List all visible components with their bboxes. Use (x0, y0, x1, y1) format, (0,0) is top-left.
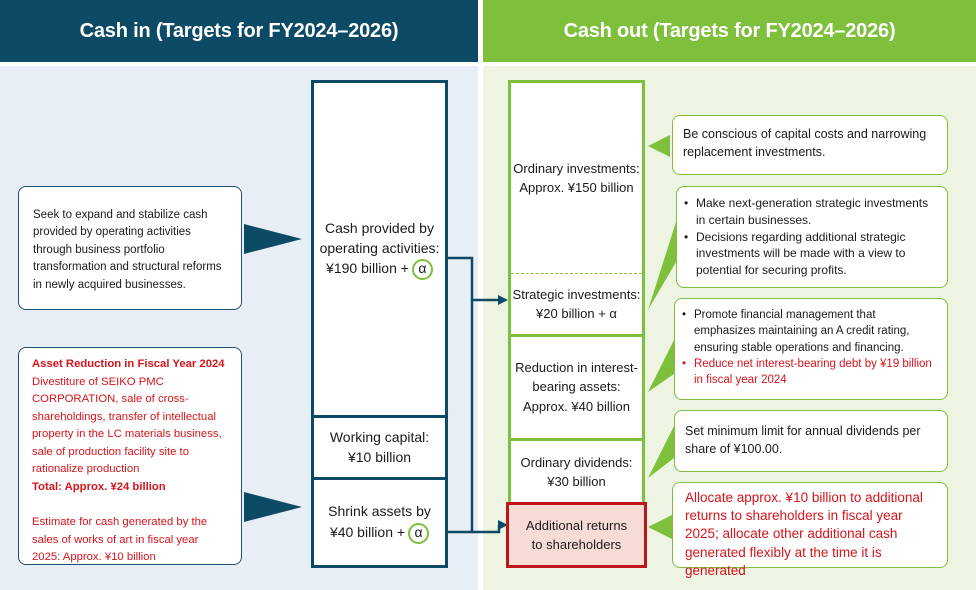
dividends-note: Set minimum limit for annual dividends p… (674, 410, 948, 472)
strategic-note-item: Make next-generation strategic investmen… (683, 195, 937, 229)
art-sales-estimate: Estimate for cash generated by the sales… (32, 516, 208, 563)
operating-activities-block: Cash provided by operating activities: ¥… (314, 83, 445, 415)
divider (511, 438, 642, 441)
operating-line-2: operating activities: (319, 240, 440, 257)
debt-reduction-item: Reduce net interest-bearing debt by ¥19 … (681, 356, 937, 389)
dividends-note-text: Set minimum limit for annual dividends p… (685, 424, 921, 456)
alpha-badge: α (408, 522, 430, 544)
additional-line-2: to shareholders (531, 537, 622, 552)
pointer-additional-icon (648, 515, 672, 539)
operating-note: Seek to expand and stabilize cash provid… (18, 186, 242, 310)
additional-returns-block: Additional returns to shareholders (506, 502, 647, 568)
arrow-operating-icon (244, 224, 302, 254)
asset-reduction-note: Asset Reduction in Fiscal Year 2024 Dive… (18, 347, 242, 565)
cash-out-column: Ordinary investments: Approx. ¥150 billi… (508, 80, 645, 568)
operating-line-1: Cash provided by (325, 219, 434, 236)
shrink-amount: ¥40 billion + (329, 523, 406, 540)
dividends-line-2: ¥30 billion (547, 474, 606, 489)
arrowhead-strategic-icon (498, 295, 508, 305)
connector-operating-to-strategic (441, 256, 499, 302)
strategic-note: Make next-generation strategic investmen… (676, 186, 948, 288)
asset-reduction-total: Total: Approx. ¥24 billion (32, 480, 166, 493)
alpha-badge: α (411, 259, 433, 281)
working-capital-block: Working capital: ¥10 billion (314, 417, 445, 477)
reduction-line-2: bearing assets: (532, 379, 621, 395)
shrink-assets-block: Shrink assets by ¥40 billion +α (314, 480, 445, 565)
capital-costs-text: Be conscious of capital costs and narrow… (683, 127, 927, 159)
additional-returns-text: Allocate approx. ¥10 billion to addition… (685, 490, 923, 578)
operating-note-text: Seek to expand and stabilize cash provid… (33, 209, 222, 291)
dashed-divider (511, 273, 642, 274)
divider (314, 415, 445, 418)
reduction-block: Reduction in interest- bearing assets: A… (511, 336, 642, 438)
strategic-line-1: Strategic investments: (512, 286, 641, 302)
arrow-shrink-icon (244, 492, 302, 522)
additional-returns-note: Allocate approx. ¥10 billion to addition… (672, 482, 948, 578)
cash-in-title: Cash in (Targets for FY2024–2026) (79, 19, 399, 42)
cash-in-header: Cash in (Targets for FY2024–2026) (0, 0, 478, 62)
ordinary-dividends-block: Ordinary dividends: ¥30 billion (511, 440, 642, 504)
strategic-investments-block: Strategic investments: ¥20 billion + α (511, 274, 642, 334)
working-line-1: Working capital: (329, 428, 430, 445)
cash-out-header: Cash out (Targets for FY2024–2026) (483, 0, 976, 62)
pointer-dividends-icon (648, 426, 674, 478)
asset-reduction-title: Asset Reduction in Fiscal Year 2024 (32, 358, 225, 370)
financial-note-item: Promote financial management that emphas… (681, 307, 937, 356)
cash-in-column: Cash provided by operating activities: ¥… (311, 80, 448, 568)
dividends-line-1: Ordinary dividends: (520, 454, 633, 470)
reduction-line-3: Approx. ¥40 billion (523, 398, 630, 414)
pointer-strategic-icon (648, 222, 676, 310)
ordinary-investments-block: Ordinary investments: Approx. ¥150 billi… (511, 83, 642, 273)
connector-shrink-to-additional (441, 525, 501, 534)
additional-line-1: Additional returns (525, 517, 628, 533)
strategic-note-item: Decisions regarding additional strategic… (683, 229, 937, 279)
arrowhead-additional-icon (498, 520, 508, 530)
ordinary-inv-line-1: Ordinary investments: (513, 160, 640, 176)
financial-management-note: Promote financial management that emphas… (674, 298, 948, 400)
strategic-line-2: ¥20 billion + α (536, 306, 617, 321)
divider (314, 477, 445, 480)
capital-costs-note: Be conscious of capital costs and narrow… (672, 115, 948, 175)
shrink-line-1: Shrink assets by (328, 503, 431, 520)
reduction-line-1: Reduction in interest- (515, 359, 638, 375)
working-line-2: ¥10 billion (347, 449, 412, 465)
asset-reduction-body: Divestiture of SEIKO PMC CORPORATION, sa… (32, 375, 222, 476)
ordinary-inv-line-2: Approx. ¥150 billion (519, 180, 634, 195)
cash-out-title: Cash out (Targets for FY2024–2026) (563, 19, 896, 42)
pointer-ordinary-investments-icon (648, 135, 670, 157)
pointer-reduction-icon (648, 340, 674, 392)
divider (511, 334, 642, 337)
operating-amount: ¥190 billion + (326, 260, 409, 277)
